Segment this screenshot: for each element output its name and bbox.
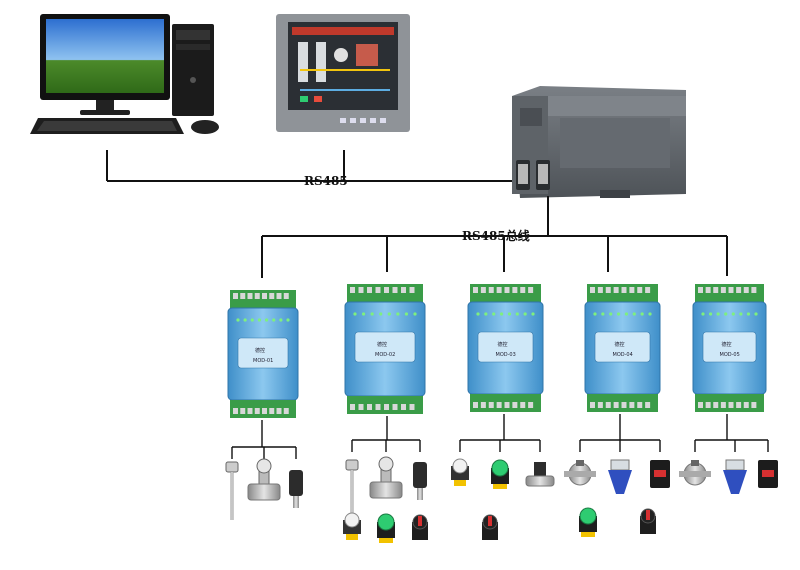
contactor-icon bbox=[758, 460, 778, 488]
module-model: MOD-04 bbox=[613, 352, 633, 358]
desktop-computer-icon bbox=[30, 14, 219, 134]
valve-icon bbox=[679, 460, 711, 486]
device-branch-3 bbox=[451, 414, 555, 540]
rs485-bus-label: RS485总线 bbox=[462, 228, 530, 243]
pressure-transmitter-icon bbox=[289, 470, 303, 508]
selector-switch-icon bbox=[640, 508, 656, 534]
module-model: MOD-01 bbox=[253, 358, 273, 364]
indicator-lamp-icon bbox=[451, 458, 469, 486]
thermometer-icon bbox=[345, 459, 359, 518]
module-brand: 德控 bbox=[377, 341, 387, 348]
module-brand: 德控 bbox=[722, 341, 732, 348]
device-branch-2 bbox=[343, 416, 428, 543]
contactor-icon bbox=[650, 460, 670, 488]
thermometer-icon bbox=[225, 461, 239, 520]
hmi-panel-icon bbox=[276, 14, 410, 132]
push-button-icon bbox=[377, 513, 395, 543]
plc-controller-icon bbox=[512, 86, 686, 198]
device-branch-1 bbox=[225, 420, 303, 520]
indicator-lamp-icon bbox=[343, 512, 361, 540]
device-branch-4 bbox=[564, 414, 670, 537]
selector-switch-icon bbox=[412, 514, 428, 540]
flowmeter-icon bbox=[247, 458, 281, 501]
module-brand: 德控 bbox=[615, 341, 625, 348]
butterfly-valve-icon bbox=[723, 459, 747, 494]
rs485-link bbox=[106, 150, 512, 182]
io-module-4: 德控 MOD-04 bbox=[584, 284, 661, 412]
io-module-1: 德控 MOD-01 bbox=[227, 290, 299, 418]
io-module-5: 德控 MOD-05 bbox=[692, 284, 767, 412]
solenoid-valve-icon bbox=[525, 462, 555, 487]
module-brand: 德控 bbox=[255, 347, 265, 354]
io-module-3: 德控 MOD-03 bbox=[467, 284, 544, 412]
rs485-bus bbox=[261, 196, 728, 278]
module-model: MOD-05 bbox=[720, 352, 740, 358]
butterfly-valve-icon bbox=[608, 459, 632, 494]
io-module-2: 德控 MOD-02 bbox=[344, 284, 426, 414]
valve-icon bbox=[564, 460, 596, 486]
flowmeter-icon bbox=[369, 456, 403, 499]
module-brand: 德控 bbox=[498, 341, 508, 348]
rs485-label: RS485 bbox=[304, 174, 348, 188]
push-button-icon bbox=[491, 459, 509, 489]
push-button-icon bbox=[579, 507, 597, 537]
device-branch-5 bbox=[679, 414, 778, 494]
pressure-transmitter-icon bbox=[413, 462, 427, 500]
module-model: MOD-02 bbox=[375, 352, 395, 358]
selector-switch-icon bbox=[482, 514, 498, 540]
module-model: MOD-03 bbox=[496, 352, 516, 358]
